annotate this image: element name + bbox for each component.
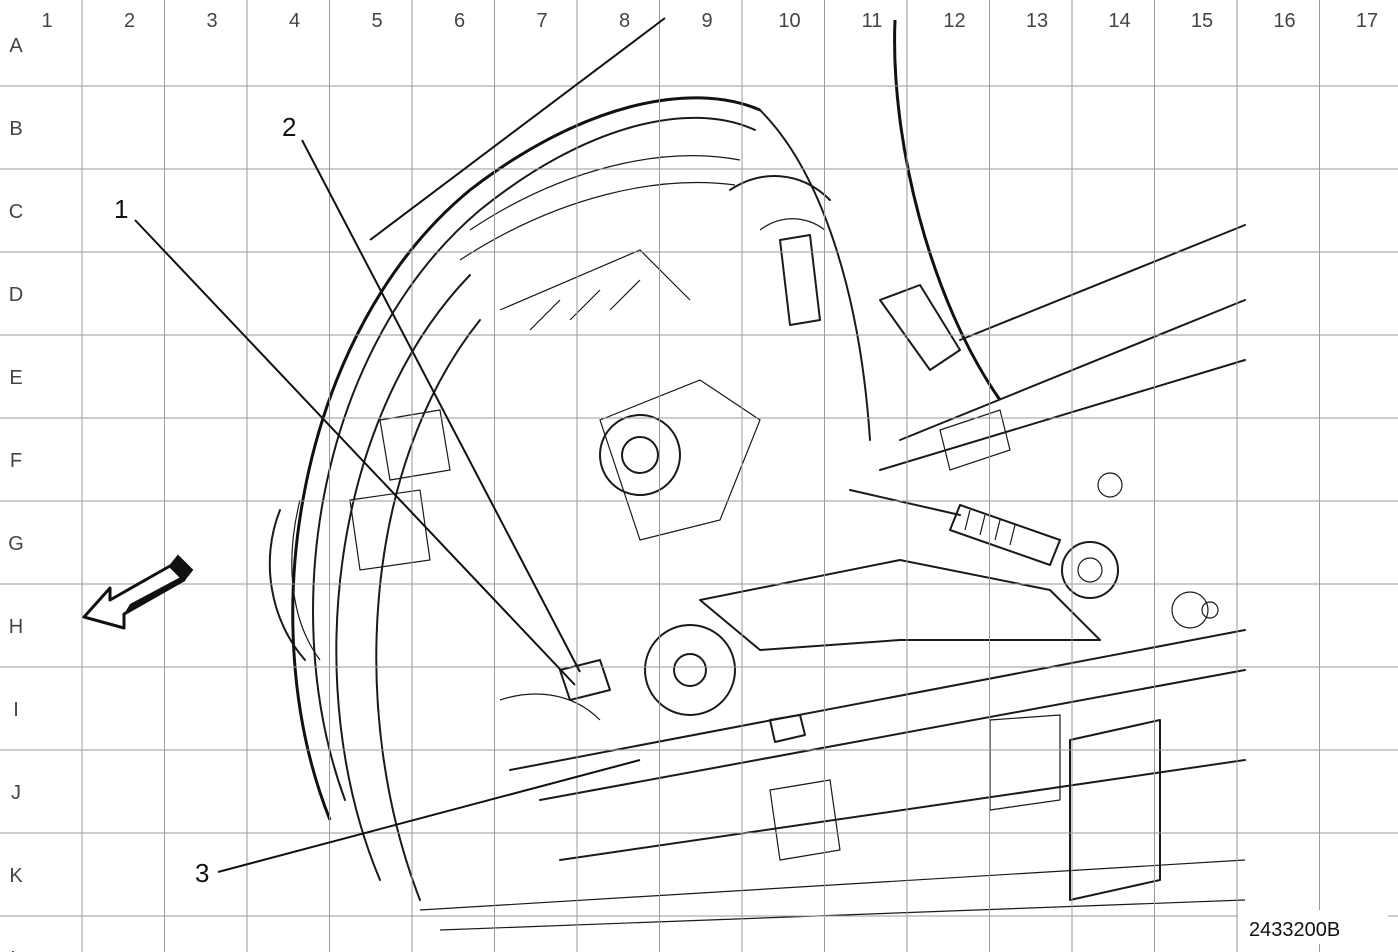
- grid-row-label: E: [9, 367, 22, 389]
- grid-column-label: 12: [943, 10, 965, 32]
- grid-row-labels: A B C D E F G H I J K L: [8, 35, 24, 952]
- front-direction-arrow-icon: [82, 554, 194, 630]
- grid-row-label: C: [9, 201, 23, 223]
- callout-2-secondary-leader: [369, 17, 666, 241]
- grid-column-label: 13: [1026, 10, 1048, 32]
- callout-2-label: 2: [282, 112, 296, 142]
- callout-leader-lines: [134, 17, 666, 873]
- grid-row-label: I: [13, 699, 19, 721]
- callout-1-leader: [134, 219, 576, 686]
- callout-1-label: 1: [114, 194, 128, 224]
- grid-row-label: J: [11, 782, 21, 804]
- grid-column-label: 8: [619, 10, 630, 32]
- grid-row-label: L: [10, 948, 21, 952]
- front-wheelhouse-illustration: [268, 19, 1246, 931]
- grid-column-label: 9: [701, 10, 712, 32]
- grid-row-label: A: [9, 35, 23, 57]
- grid-row-label: B: [9, 118, 22, 140]
- grid-column-label: 6: [454, 10, 465, 32]
- grid-column-label: 4: [289, 10, 300, 32]
- grid-column-label: 16: [1273, 10, 1295, 32]
- grid-row-label: D: [9, 284, 23, 306]
- grid-column-label: 5: [371, 10, 382, 32]
- grid-column-label: 11: [862, 10, 883, 32]
- callout-3-leader: [217, 759, 641, 873]
- grid-column-label: 2: [124, 10, 135, 32]
- figure-id-backdrop: [1238, 910, 1388, 944]
- grid-column-label: 1: [41, 10, 52, 32]
- grid-column-label: 7: [536, 10, 547, 32]
- grid-column-label: 14: [1108, 10, 1130, 32]
- grid-column-label: 3: [206, 10, 217, 32]
- grid-row-label: K: [9, 865, 23, 887]
- callout-2-leader: [301, 139, 581, 673]
- callout-3-label: 3: [195, 858, 209, 888]
- grid-column-label: 10: [778, 10, 800, 32]
- grid-column-label: 17: [1356, 10, 1378, 32]
- grid-column-label: 15: [1191, 10, 1213, 32]
- grid-row-label: F: [10, 450, 22, 472]
- grid-row-label: G: [8, 533, 24, 555]
- figure-id: 2433200B: [1249, 919, 1340, 941]
- grid-row-label: H: [9, 616, 23, 638]
